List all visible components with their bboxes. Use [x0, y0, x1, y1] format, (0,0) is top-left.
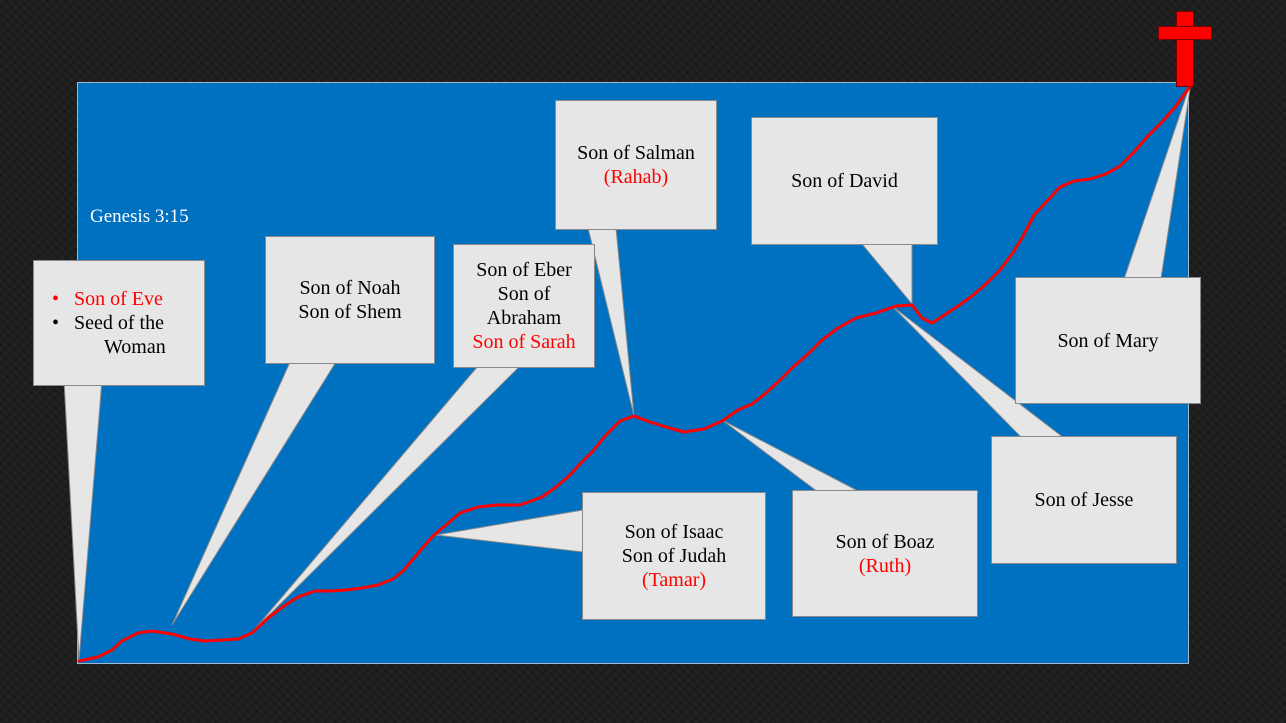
abraham-line: Abraham [486, 307, 562, 329]
ruth-line: (Ruth) [858, 554, 912, 577]
callout-eber: Son of Eber Son of Abraham Son of Sarah [453, 244, 595, 368]
son-of-line: Son of [497, 283, 551, 305]
callout-jesse: Son of Jesse [991, 436, 1177, 564]
judah-line: Son of Judah [621, 545, 727, 567]
lineage-line [77, 83, 1193, 663]
bullet-symbol: • [52, 288, 60, 310]
isaac-line: Son of Isaac [624, 521, 724, 543]
jesse-line: Son of Jesse [1034, 489, 1134, 511]
callout-eve: • Son of Eve • Seed of the Woman [33, 260, 205, 386]
pointer-boaz [721, 419, 861, 493]
david-line: Son of David [791, 170, 898, 192]
eber-line: Son of Eber [476, 259, 572, 281]
bullet-symbol: • [52, 312, 60, 334]
pointer-noah [171, 361, 337, 626]
genesis-label: Genesis 3:15 [90, 206, 189, 227]
salman-line: Son of Salman [577, 142, 695, 164]
seed-line-b: Woman [104, 336, 166, 358]
callout-david: Son of David [751, 117, 938, 245]
callout-salman: Son of Salman (Rahab) [555, 100, 717, 230]
sarah-line: Son of Sarah [472, 331, 576, 353]
pointer-mary [1121, 81, 1192, 286]
callout-boaz: Son of Boaz (Ruth) [792, 490, 978, 617]
shem-line: Son of Shem [298, 301, 402, 323]
noah-line: Son of Noah [299, 277, 401, 299]
pointer-eve [63, 379, 103, 661]
mary-line: Son of Mary [1057, 329, 1159, 352]
seed-line-a: Seed of the [74, 312, 164, 334]
boaz-line: Son of Boaz [835, 530, 935, 553]
callout-mary: Son of Mary [1015, 277, 1201, 404]
eve-line: Son of Eve [74, 288, 163, 310]
callout-noah: Son of Noah Son of Shem [265, 236, 435, 364]
pointer-david [860, 243, 913, 306]
tamar-line: (Tamar) [641, 569, 707, 591]
callout-isaac: Son of Isaac Son of Judah (Tamar) [582, 492, 766, 620]
rahab-line: (Rahab) [603, 166, 669, 188]
